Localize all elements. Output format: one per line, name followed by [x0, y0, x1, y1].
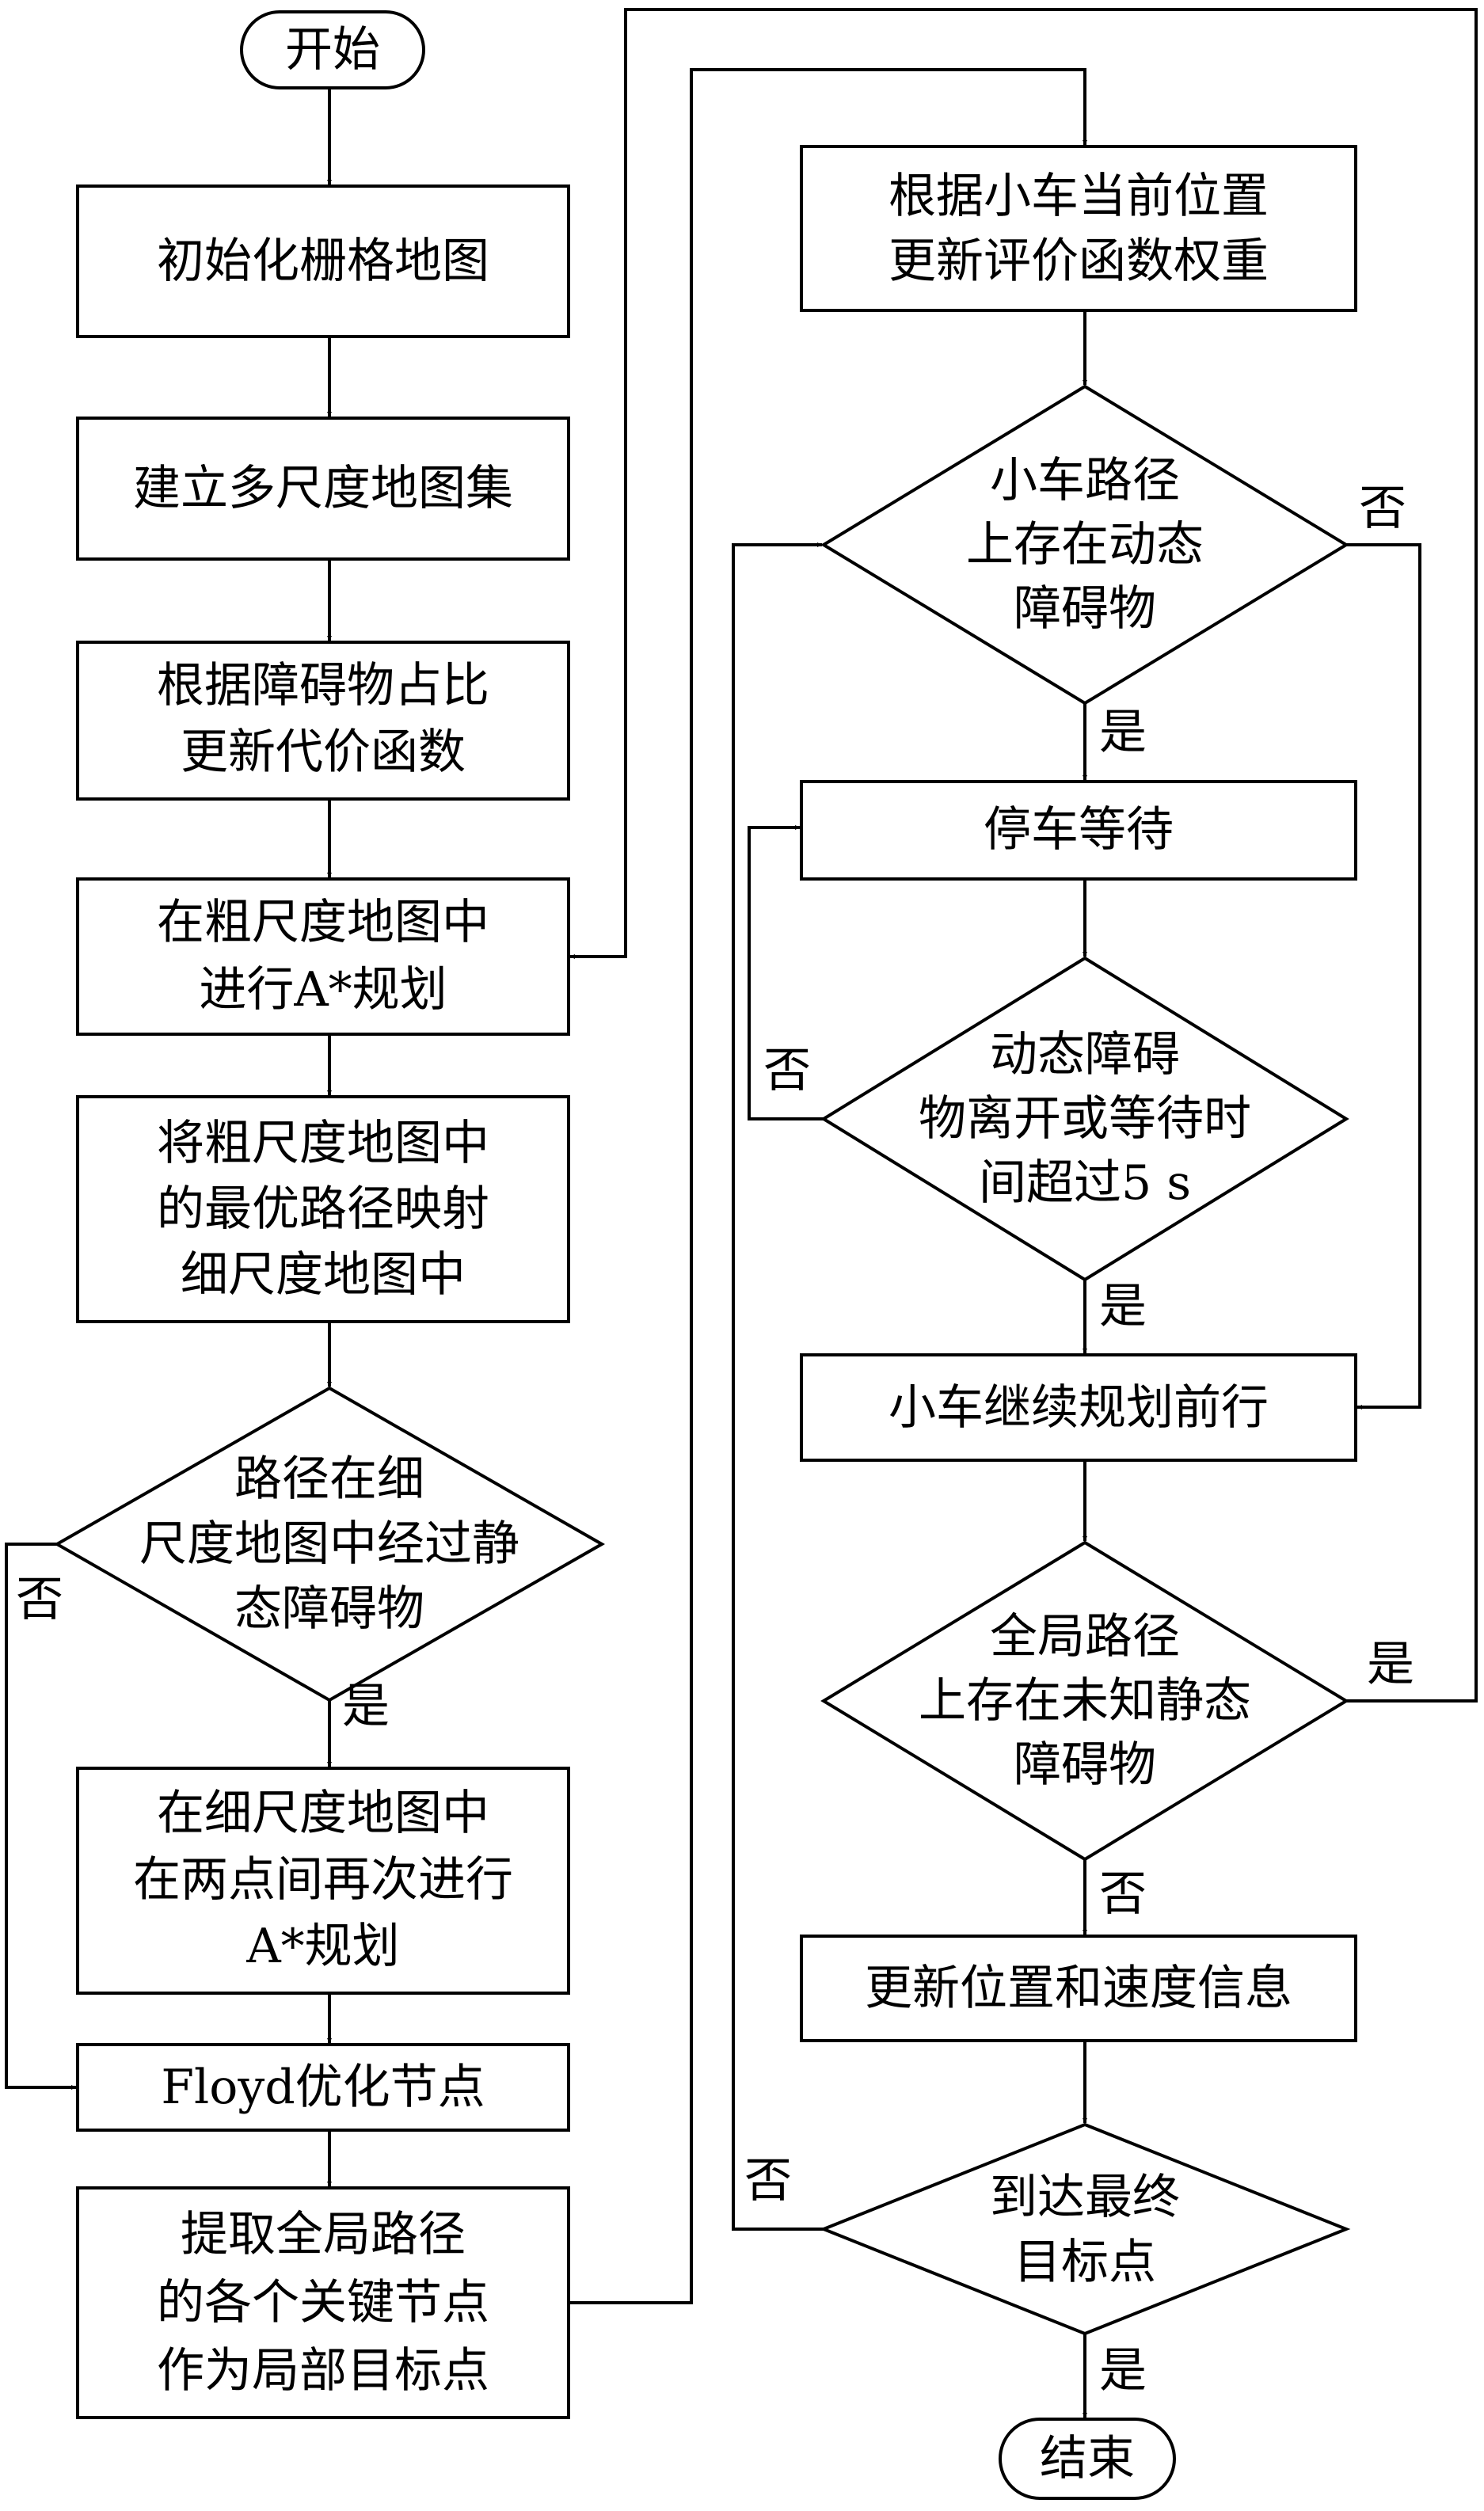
update-weights-line-2: 更新评价函数权重 — [888, 234, 1269, 289]
coarse-astar-line-2: 进行A*规划 — [199, 962, 447, 1018]
fine-astar-line-1: 在细尺度地图中 — [157, 1786, 489, 1841]
arrow-goal-no-dynamic — [732, 542, 824, 2231]
unknown-no-label: 否 — [1099, 1866, 1147, 1922]
reach-goal-line-1: 到达最终 — [990, 2170, 1180, 2225]
unknown-static-line-2: 上存在未知静态 — [919, 1673, 1251, 1729]
coarse-astar-line-1: 在粗尺度地图中 — [157, 895, 489, 950]
wait-no-label: 否 — [763, 1043, 811, 1098]
wait-check-line-1: 动态障碍 — [990, 1027, 1180, 1082]
arrow-dynamic-no-continue — [1346, 543, 1421, 1410]
static-check-line-1: 路径在细 — [234, 1451, 424, 1507]
wait-yes-label: 是 — [1099, 1279, 1147, 1334]
floyd-label: Floyd优化节点 — [161, 2060, 485, 2115]
update-cost-line-1: 根据障碍物占比 — [157, 658, 489, 713]
dynamic-check-line-2: 上存在动态 — [966, 517, 1204, 573]
arrow-wait-no-stop — [748, 825, 824, 1120]
reach-goal-diamond — [819, 2122, 1351, 2336]
update-cost-box — [76, 641, 570, 801]
dynamic-check-line-3: 障碍物 — [1014, 581, 1156, 637]
end-terminal — [999, 2418, 1176, 2500]
update-state-label: 更新位置和速度信息 — [865, 1961, 1292, 2016]
stop-wait-label: 停车等待 — [984, 802, 1174, 858]
dynamic-yes-label: 是 — [1099, 705, 1147, 760]
unknown-yes-label: 是 — [1367, 1637, 1414, 1692]
continue-box — [800, 1353, 1357, 1462]
coarse-astar-box — [76, 877, 570, 1036]
extract-keys-line-3: 作为局部目标点 — [157, 2343, 489, 2399]
wait-check-line-2: 物离开或等待时 — [919, 1091, 1251, 1147]
floyd-box — [76, 2043, 570, 2132]
reach-goal-line-2: 目标点 — [1014, 2235, 1156, 2290]
extract-keys-line-2: 的各个关键节点 — [157, 2275, 489, 2330]
dynamic-check-line-1: 小车路径 — [990, 453, 1180, 508]
static-yes-label: 是 — [342, 1679, 390, 1734]
wait-check-line-3: 间超过5 s — [979, 1155, 1191, 1211]
start-label: 开始 — [285, 22, 380, 78]
unknown-static-line-1: 全局路径 — [990, 1609, 1180, 1664]
goal-yes-label: 是 — [1099, 2343, 1147, 2399]
arrow-extract-weights — [569, 68, 1087, 2304]
update-weights-line-1: 根据小车当前位置 — [888, 169, 1269, 224]
end-label: 结束 — [1040, 2431, 1135, 2486]
map-path-line-3: 细尺度地图中 — [181, 1247, 466, 1303]
build-multiscale-box — [76, 417, 570, 561]
start-terminal — [240, 10, 425, 89]
static-check-line-2: 尺度地图中经过静 — [139, 1516, 519, 1572]
goal-no-label: 否 — [744, 2153, 792, 2209]
static-check-line-3: 态障碍物 — [234, 1581, 424, 1637]
fine-astar-line-3: A*规划 — [245, 1919, 399, 1974]
update-cost-line-2: 更新代价函数 — [181, 725, 466, 780]
fine-astar-box — [76, 1767, 570, 1995]
map-path-line-2: 的最优路径映射 — [157, 1181, 489, 1237]
init-map-label: 初始化栅格地图 — [157, 234, 489, 289]
continue-label: 小车继续规划前行 — [888, 1380, 1269, 1436]
arrow-static-no-floyd — [5, 1543, 76, 2090]
stop-wait-box — [800, 780, 1357, 881]
init-map-box — [76, 185, 570, 338]
unknown-static-line-3: 障碍物 — [1014, 1737, 1156, 1793]
static-no-label: 否 — [16, 1572, 63, 1627]
map-path-line-1: 将粗尺度地图中 — [157, 1116, 489, 1171]
fine-astar-line-2: 在两点间再次进行 — [133, 1852, 513, 1908]
update-state-box — [800, 1935, 1357, 2042]
map-path-box — [76, 1095, 570, 1323]
arrow-unknown-yes-coarse — [570, 8, 1478, 1703]
update-weights-box — [800, 145, 1357, 312]
dynamic-no-label: 否 — [1359, 481, 1406, 536]
build-multiscale-label: 建立多尺度地图集 — [133, 461, 513, 516]
extract-keys-line-1: 提取全局路径 — [181, 2207, 466, 2262]
